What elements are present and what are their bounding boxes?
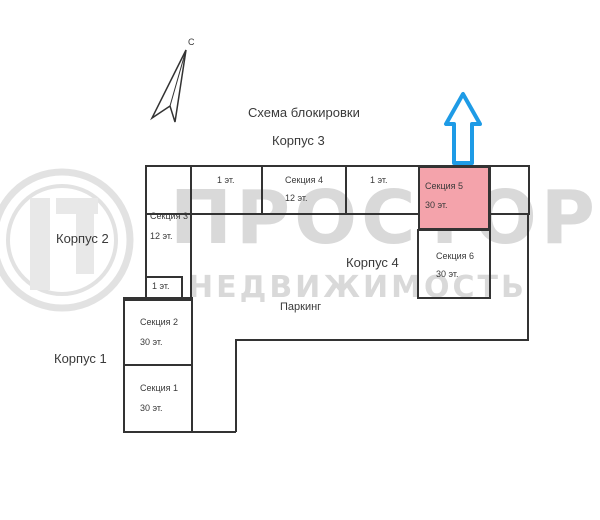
one-floor-label-3: 1 эт. bbox=[152, 281, 170, 291]
section-2-name: Секция 2 bbox=[140, 317, 179, 327]
section-6-name: Секция 6 bbox=[436, 251, 475, 261]
one-floor-block-small bbox=[145, 276, 183, 299]
section-2-floors: 30 эт. bbox=[140, 337, 163, 347]
one-floor-label-1: 1 эт. bbox=[217, 175, 235, 185]
section-3-floors: 12 эт. bbox=[150, 231, 173, 241]
section-5-floors: 30 эт. bbox=[425, 200, 448, 210]
korpus-4-label: Корпус 4 bbox=[346, 255, 399, 270]
section-5-name: Секция 5 bbox=[425, 181, 464, 191]
section-6-outline bbox=[417, 229, 491, 299]
korpus-4-left-edge bbox=[124, 214, 192, 301]
section-4-name: Секция 4 bbox=[285, 175, 324, 185]
scheme-title: Схема блокировки bbox=[248, 105, 360, 120]
one-floor-label-2: 1 эт. bbox=[370, 175, 388, 185]
compass-arrow-icon bbox=[150, 49, 187, 123]
section-1-name: Секция 1 bbox=[140, 383, 179, 393]
section-4-floors: 12 эт. bbox=[285, 193, 308, 203]
parking-outline bbox=[235, 214, 529, 432]
section-1-floors: 30 эт. bbox=[140, 403, 163, 413]
section-6-floors: 30 эт. bbox=[436, 269, 459, 279]
korpus-2-label: Корпус 2 bbox=[56, 231, 109, 246]
korpus-3-label: Корпус 3 bbox=[272, 133, 325, 148]
watermark-sub-text: НЕДВИЖИМОСТЬ bbox=[188, 270, 527, 305]
section-5-highlight bbox=[418, 166, 490, 230]
entrance-arrow-icon bbox=[444, 92, 482, 165]
watermark-main-text: ПРОСТОР bbox=[170, 175, 600, 261]
compass-letter: С bbox=[188, 37, 195, 47]
parking-label: Паркинг bbox=[280, 301, 322, 313]
korpus-1-label: Корпус 1 bbox=[54, 351, 107, 366]
section-3-name: Секция 3 bbox=[150, 211, 189, 221]
